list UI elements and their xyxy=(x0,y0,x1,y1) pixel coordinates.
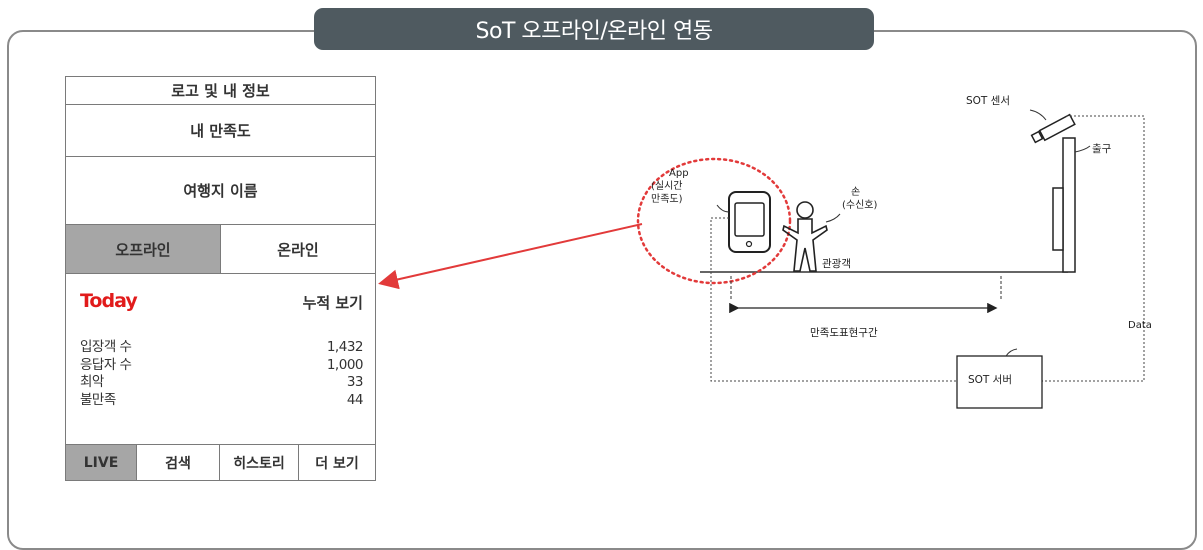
stat-value: 44 xyxy=(346,391,364,408)
tab-offline[interactable]: 오프라인 xyxy=(66,225,220,273)
logo-and-profile-row[interactable]: 로고 및 내 정보 xyxy=(66,77,375,105)
app-label-line-3: 만족도) xyxy=(651,193,683,205)
hand-label-line-1: 손 xyxy=(851,186,860,198)
page-title: SoT 오프라인/온라인 연동 xyxy=(314,8,874,50)
section-label: 만족도표현구간 xyxy=(810,327,878,339)
sensor-label: SOT 센서 xyxy=(966,95,1010,107)
bottom-tab-search[interactable]: 검색 xyxy=(136,445,219,480)
bottom-tab-history[interactable]: 히스토리 xyxy=(219,445,298,480)
app-label-line-1: App xyxy=(669,168,689,179)
hand-leader-line xyxy=(825,213,841,223)
server-label: SOT 서버 xyxy=(968,374,1012,386)
stat-row-dissatisfied: 불만족 44 xyxy=(80,391,364,410)
app-label-line-2: (실시간 xyxy=(651,180,683,192)
sot-diagram: SOT 센서 출구 App (실시간 만족도) 손 (수신호) 관광객 만족도표… xyxy=(378,95,1152,409)
stat-label: 응답자 수 xyxy=(80,356,132,373)
stat-label: 입장객 수 xyxy=(80,339,132,355)
destination-name-row: 여행지 이름 xyxy=(66,157,375,225)
stat-label: 최악 xyxy=(80,374,104,390)
server-leader-line xyxy=(1005,348,1018,357)
stat-value: 1,432 xyxy=(326,339,364,355)
highlight-circle xyxy=(636,157,792,285)
hand-label-line-2: (수신호) xyxy=(842,199,878,211)
sensor-leader-line xyxy=(1029,109,1047,121)
bottom-nav: LIVE 검색 히스토리 더 보기 xyxy=(66,444,375,480)
stat-label: 불만족 xyxy=(80,391,116,408)
stat-row-visitors: 입장객 수 1,432 xyxy=(80,339,364,357)
stat-value: 1,000 xyxy=(326,356,364,373)
sot-server-box xyxy=(956,355,1043,409)
tourist-label: 관광객 xyxy=(822,258,851,270)
stats-content: Today 누적 보기 입장객 수 1,432 응답자 수 1,000 최악 3… xyxy=(66,274,375,445)
data-flow-line-left xyxy=(710,217,957,382)
bottom-tab-live[interactable]: LIVE xyxy=(66,445,136,480)
data-flow-line-right xyxy=(1042,115,1145,382)
app-screen-mockup: 로고 및 내 정보 내 만족도 여행지 이름 오프라인 온라인 Today 누적… xyxy=(65,76,376,481)
exit-leader-line xyxy=(1074,145,1091,153)
sensor-camera-icon xyxy=(1030,113,1076,144)
tourist-figure-icon xyxy=(782,201,828,272)
app-leader-line xyxy=(716,204,730,213)
stat-row-worst: 최악 33 xyxy=(80,374,364,392)
link-arrow xyxy=(378,223,643,290)
bottom-tab-more[interactable]: 더 보기 xyxy=(298,445,375,480)
my-satisfaction-row[interactable]: 내 만족도 xyxy=(66,105,375,157)
exit-gate-icon xyxy=(1052,137,1076,273)
tab-online[interactable]: 온라인 xyxy=(220,225,375,273)
exit-label: 출구 xyxy=(1092,143,1112,155)
cumulative-view-link[interactable]: 누적 보기 xyxy=(302,294,363,312)
stats-list: 입장객 수 1,432 응답자 수 1,000 최악 33 불만족 44 xyxy=(80,339,364,410)
mode-tabs: 오프라인 온라인 xyxy=(66,225,375,274)
stat-value: 33 xyxy=(346,374,364,390)
stat-row-respondents: 응답자 수 1,000 xyxy=(80,356,364,375)
phone-icon xyxy=(728,191,771,253)
data-label: Data xyxy=(1128,320,1152,331)
today-label: Today xyxy=(80,290,138,312)
